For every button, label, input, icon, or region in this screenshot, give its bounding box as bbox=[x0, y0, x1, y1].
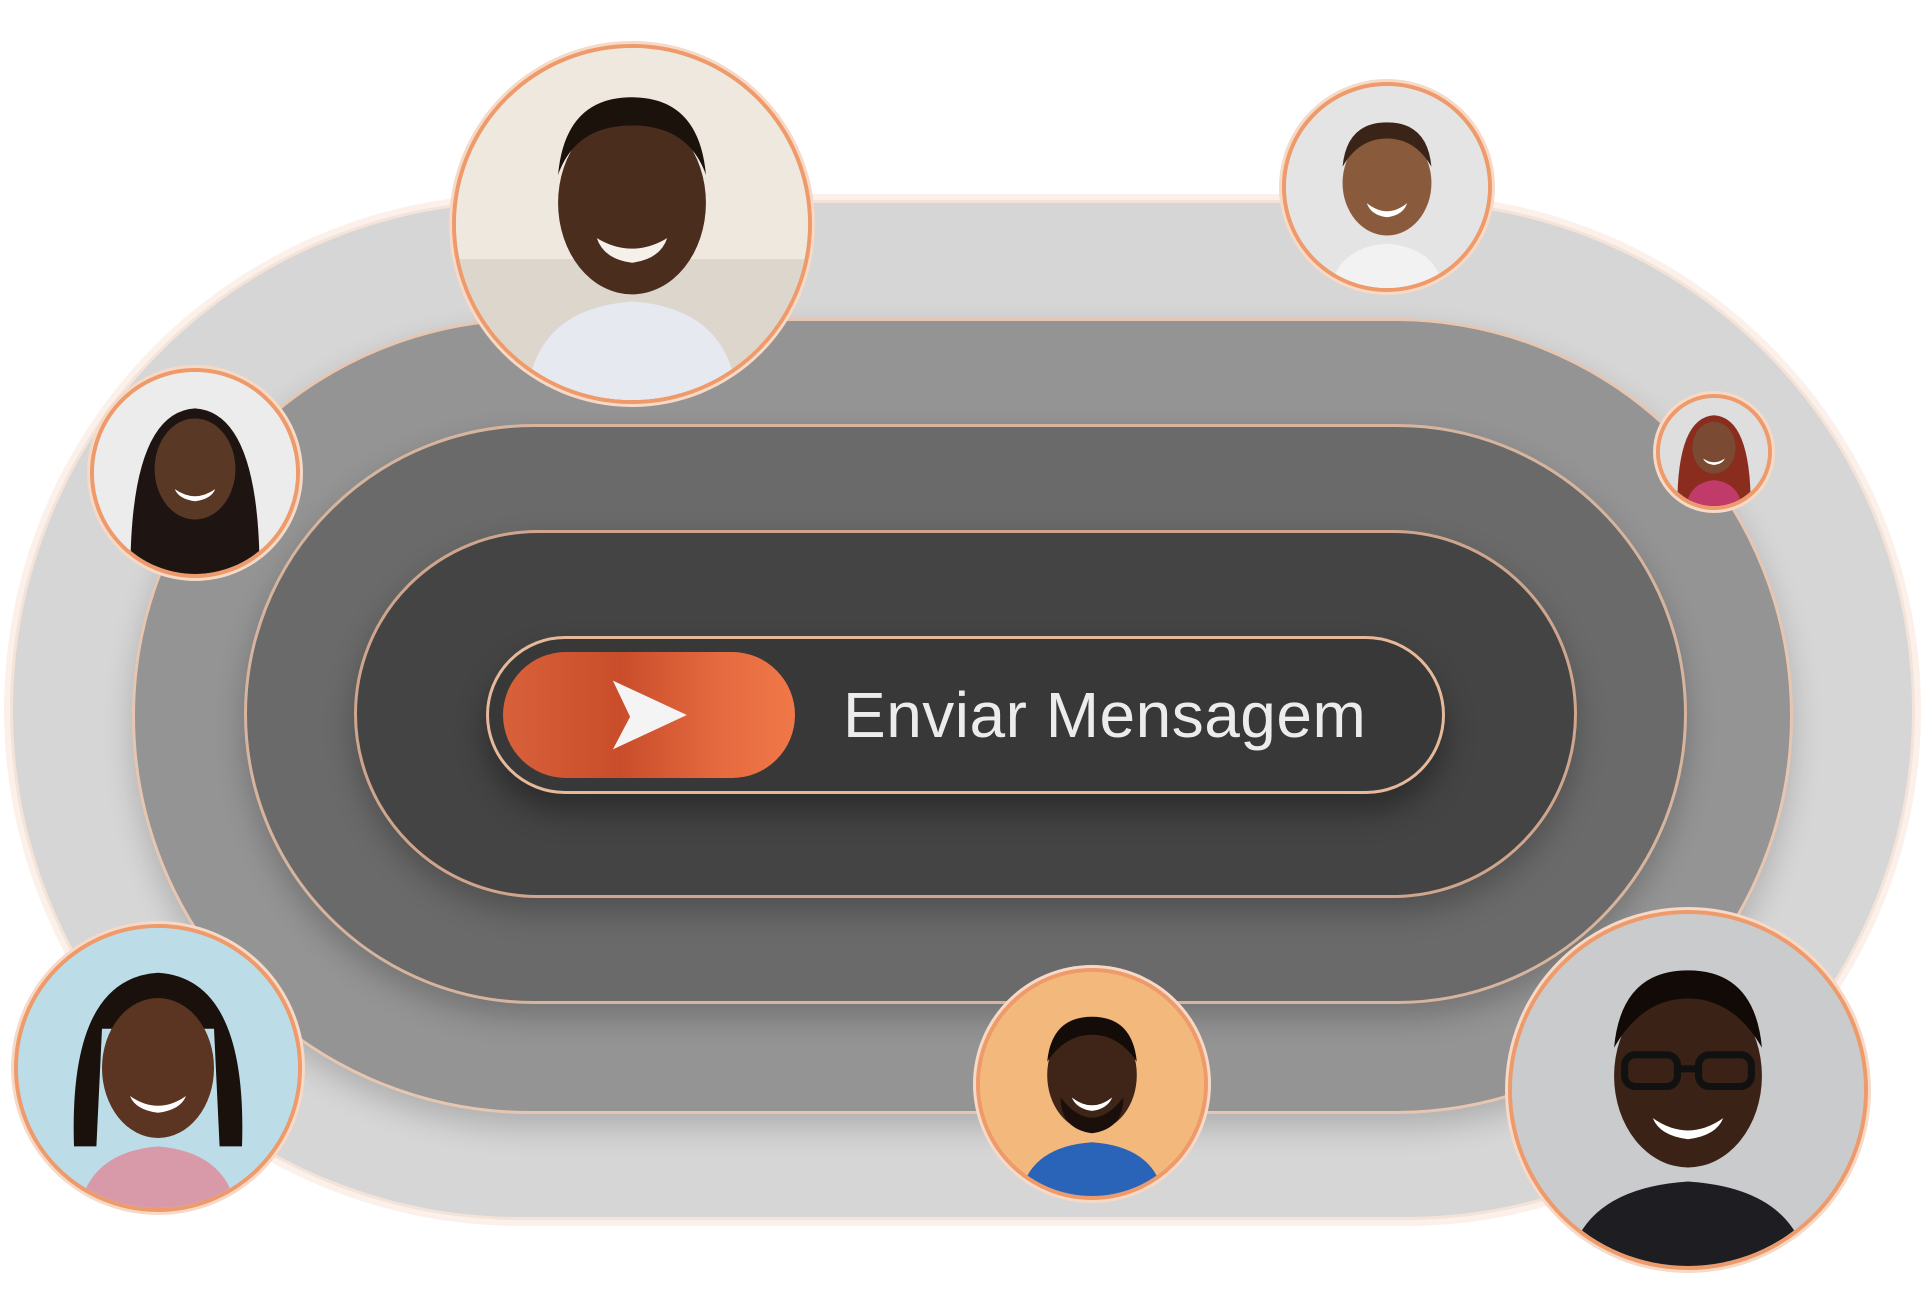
send-button-label: Enviar Mensagem bbox=[843, 679, 1367, 751]
person-portrait-icon bbox=[94, 372, 296, 574]
avatar-man-smiling bbox=[452, 44, 812, 404]
avatar-girl-locs bbox=[14, 924, 302, 1212]
send-message-button[interactable]: Enviar Mensagem bbox=[486, 636, 1445, 794]
avatar-man-glasses bbox=[1508, 910, 1868, 1270]
person-portrait-icon bbox=[980, 972, 1204, 1196]
send-icon-pill[interactable] bbox=[503, 652, 795, 778]
person-portrait-icon bbox=[456, 48, 808, 400]
person-portrait-icon bbox=[1512, 914, 1864, 1266]
avatar-boy-smiling bbox=[1282, 82, 1492, 292]
avatar-woman-braids bbox=[90, 368, 300, 578]
send-icon bbox=[612, 680, 687, 750]
avatar-woman-small bbox=[1656, 394, 1772, 510]
person-portrait-icon bbox=[1660, 398, 1768, 506]
person-portrait-icon bbox=[1286, 86, 1488, 288]
avatar-man-beard bbox=[976, 968, 1208, 1200]
person-portrait-icon bbox=[18, 928, 298, 1208]
